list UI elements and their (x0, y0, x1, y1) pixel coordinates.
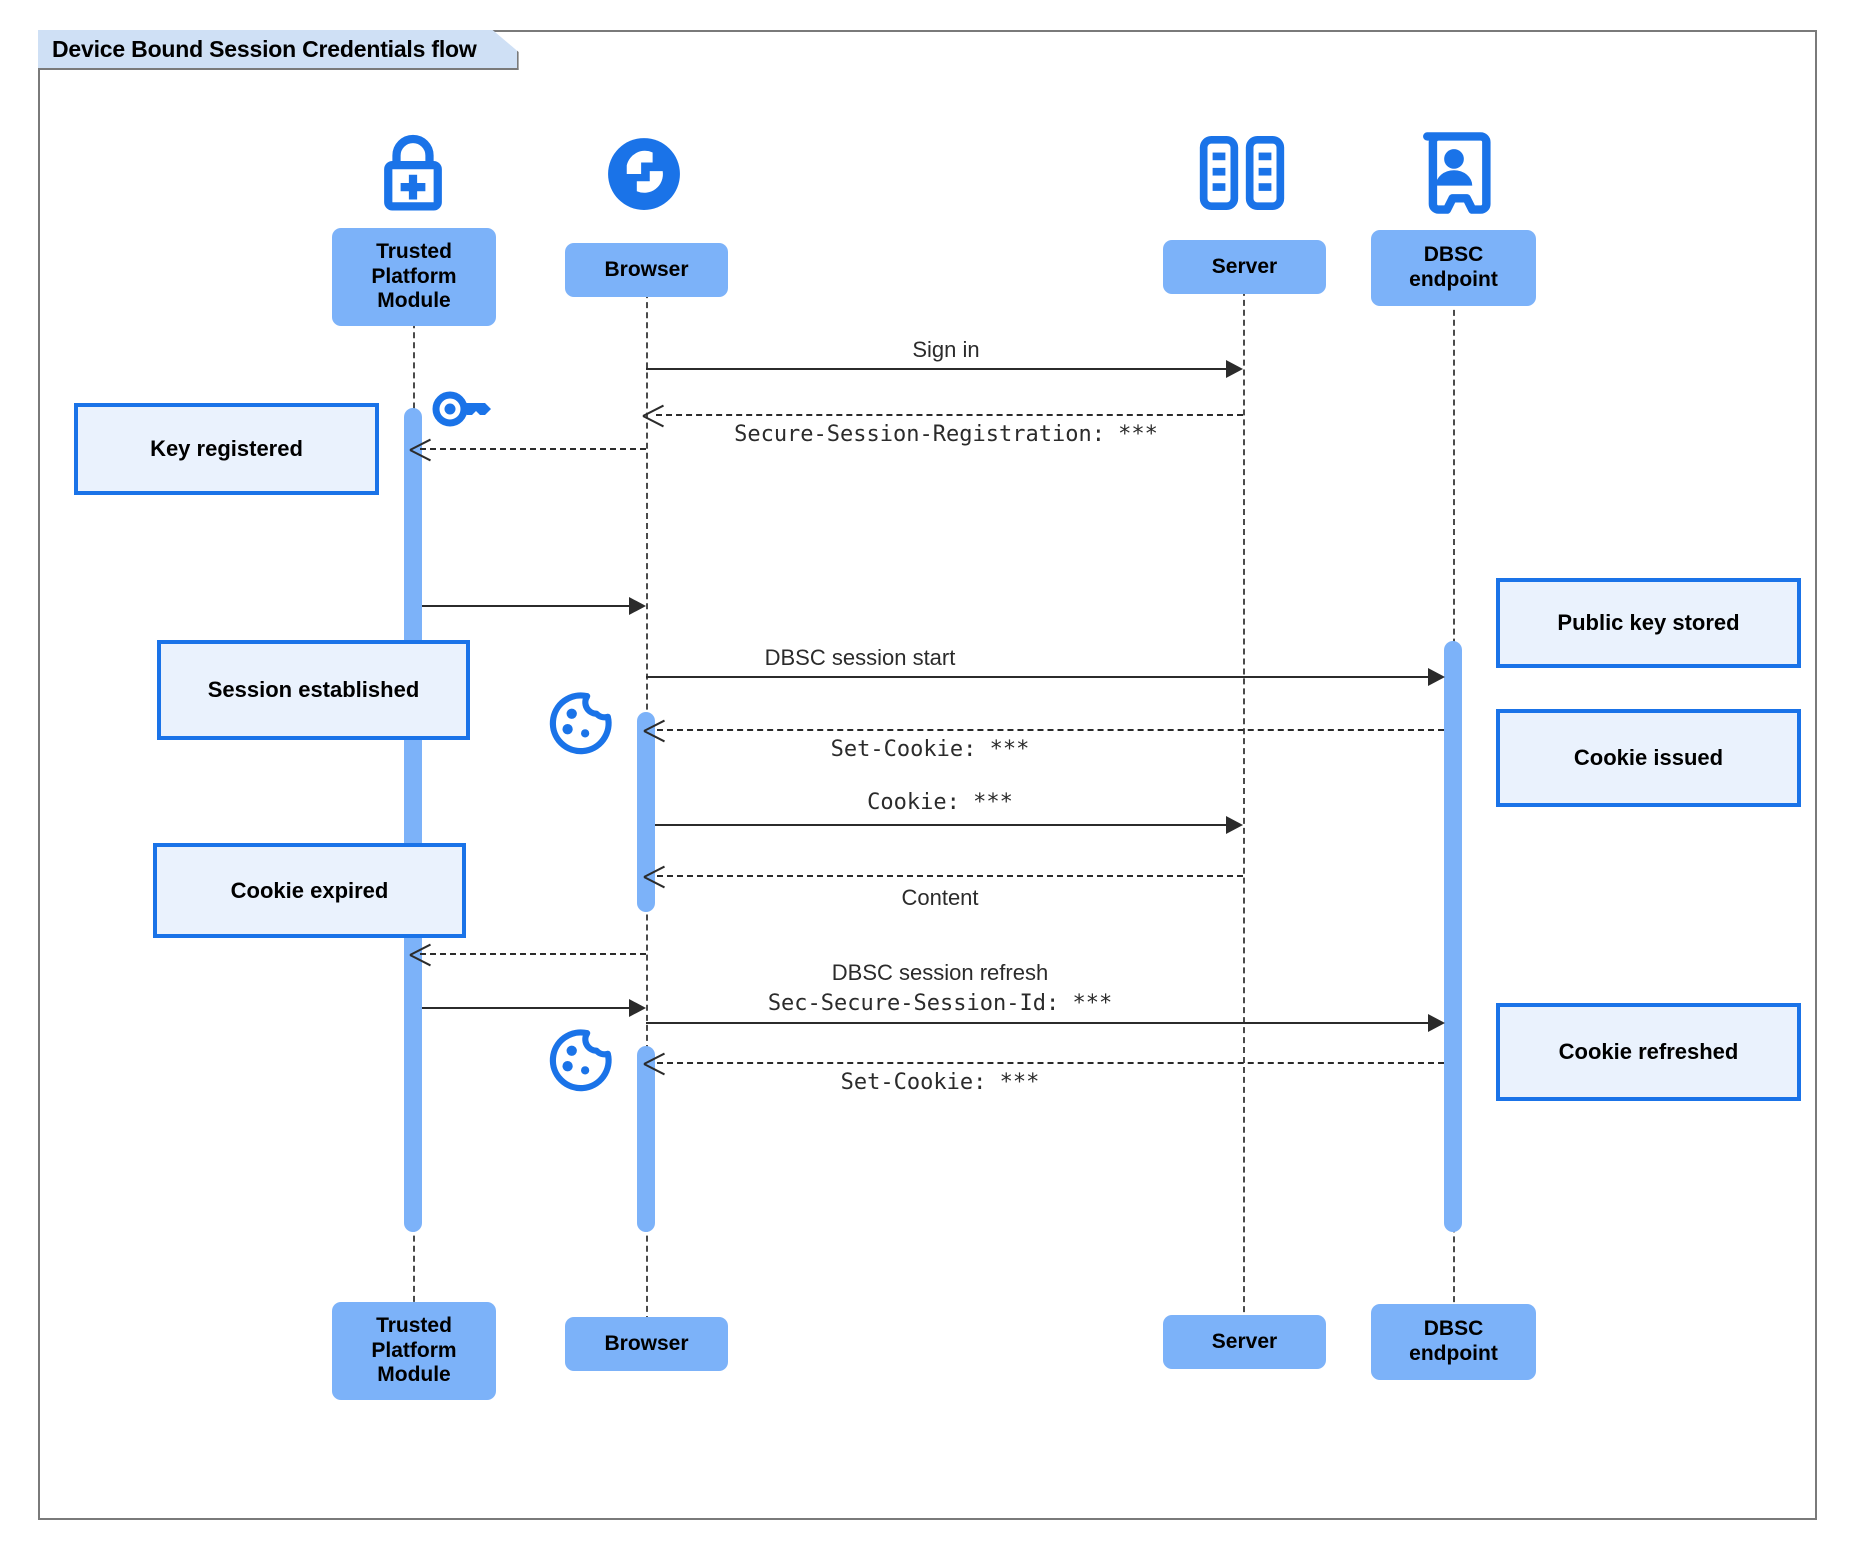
message-label-sec-secure-session-id: Sec-Secure-Session-Id: *** (767, 991, 1113, 1016)
message-line-sign-in (646, 368, 1226, 370)
arrowhead-left-set-cookie-2 (644, 1052, 666, 1074)
message-label-secure-session-registration: Secure-Session-Registration: *** (734, 422, 1158, 447)
arrowhead-right-dbsc-session-start (1428, 668, 1445, 686)
participant-tpm-bottom[interactable]: Trusted Platform Module (332, 1302, 496, 1400)
participant-browser-bottom[interactable]: Browser (565, 1317, 728, 1371)
globe-icon (598, 128, 690, 220)
note-cookie-refreshed: Cookie refreshed (1496, 1003, 1801, 1101)
arrowhead-left-browser-to-tpm-refresh (410, 943, 432, 965)
message-line-set-cookie-2 (657, 1062, 1444, 1064)
message-line-dbsc-session-start (646, 676, 1437, 678)
message-line-tpm-to-browser-refresh (422, 1007, 637, 1009)
arrowhead-left-set-cookie-1 (644, 719, 666, 741)
server-rack-icon (1196, 130, 1288, 216)
participant-server-bottom[interactable]: Server (1163, 1315, 1326, 1369)
participant-tpm-top[interactable]: Trusted Platform Module (332, 228, 496, 326)
lifeline-server (1243, 250, 1245, 1332)
key-icon (430, 383, 502, 435)
note-label: Cookie refreshed (1558, 1039, 1739, 1065)
note-label: Key registered (150, 436, 303, 462)
cookie-icon (548, 1027, 614, 1093)
message-label-sign-in: Sign in (912, 337, 980, 362)
message-label-dbsc-session-refresh: DBSC session refresh (831, 960, 1049, 985)
arrowhead-left-content (644, 865, 666, 887)
participant-server-top[interactable]: Server (1163, 240, 1326, 294)
message-line-browser-to-tpm-register (420, 448, 646, 450)
message-line-tpm-to-browser-key (422, 605, 637, 607)
message-label-set-cookie-2: Set-Cookie: *** (840, 1070, 1040, 1095)
participant-dbsc-top[interactable]: DBSC endpoint (1371, 230, 1536, 306)
id-badge-icon (1414, 128, 1494, 218)
activation-bar-browser-1 (637, 712, 655, 912)
participant-label: DBSC endpoint (1409, 243, 1498, 291)
note-cookie-expired: Cookie expired (153, 843, 466, 938)
note-key-registered: Key registered (74, 403, 379, 495)
activation-bar-tpm (404, 408, 422, 1232)
cookie-icon (548, 690, 614, 756)
participant-browser-top[interactable]: Browser (565, 243, 728, 297)
participant-label: Server (1211, 254, 1278, 278)
participant-label: Trusted Platform Module (371, 239, 457, 313)
lock-plus-icon (369, 128, 457, 216)
note-label: Public key stored (1557, 610, 1740, 636)
note-label: Cookie issued (1573, 745, 1724, 771)
message-line-browser-to-tpm-refresh (420, 953, 646, 955)
message-label-dbsc-session-start: DBSC session start (764, 645, 956, 670)
message-label-set-cookie-1: Set-Cookie: *** (830, 737, 1030, 762)
participant-label: Server (1211, 1329, 1278, 1353)
arrowhead-right-tpm-to-browser-key (629, 597, 646, 615)
diagram-title: Device Bound Session Credentials flow (52, 35, 477, 62)
participant-label: Browser (604, 257, 689, 281)
note-session-established: Session established (157, 640, 470, 740)
participant-label: DBSC endpoint (1409, 1317, 1498, 1365)
activation-bar-browser-2 (637, 1046, 655, 1232)
note-public-key-stored: Public key stored (1496, 578, 1801, 668)
participant-dbsc-bottom[interactable]: DBSC endpoint (1371, 1304, 1536, 1380)
activation-bar-dbsc (1444, 641, 1462, 1232)
arrowhead-right-dbsc-session-refresh (1428, 1014, 1445, 1032)
diagram-frame-title-tab: Device Bound Session Credentials flow (38, 30, 519, 70)
message-line-content (657, 875, 1243, 877)
message-line-dbsc-session-refresh (646, 1022, 1437, 1024)
note-label: Session established (207, 677, 420, 703)
diagram-frame (38, 30, 1817, 1520)
participant-label: Trusted Platform Module (371, 1313, 457, 1387)
participant-label: Browser (604, 1331, 689, 1355)
arrowhead-right-sign-in (1226, 360, 1243, 378)
arrowhead-left-secure-session-registration (643, 404, 665, 426)
message-line-cookie-request (655, 824, 1226, 826)
note-label: Cookie expired (230, 877, 389, 903)
arrowhead-right-tpm-to-browser-refresh (629, 999, 646, 1017)
message-label-content: Content (901, 885, 979, 910)
arrowhead-left-browser-to-tpm-register (410, 438, 432, 460)
note-cookie-issued: Cookie issued (1496, 709, 1801, 807)
message-label-cookie-request: Cookie: *** (867, 790, 1013, 815)
arrowhead-right-cookie-request (1226, 816, 1243, 834)
message-line-secure-session-registration (656, 414, 1243, 416)
message-line-set-cookie-1 (657, 729, 1444, 731)
